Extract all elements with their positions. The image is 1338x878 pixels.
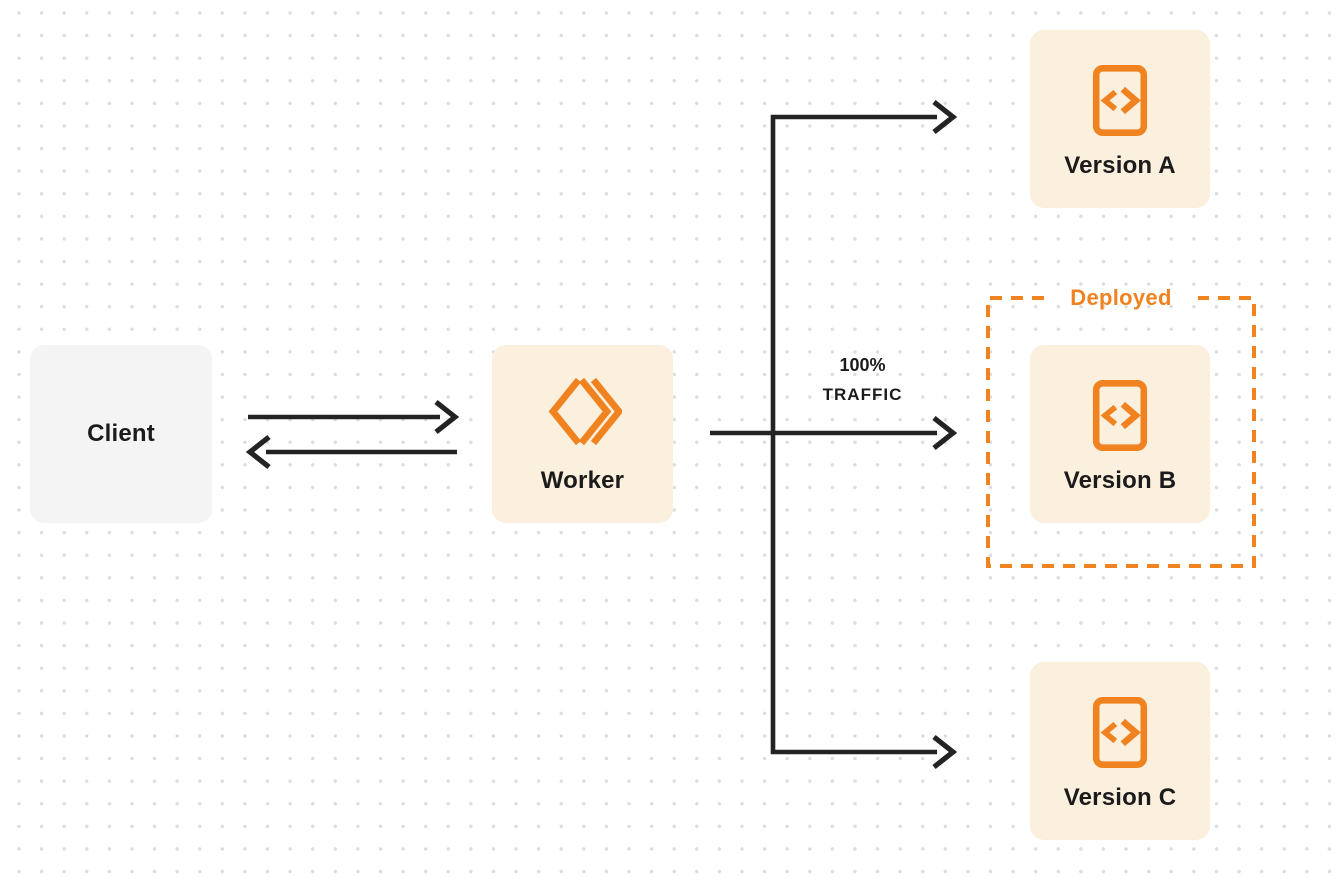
version-b-node: Version B xyxy=(1030,345,1210,523)
deployed-label: Deployed xyxy=(1070,285,1172,310)
code-document-icon xyxy=(1092,380,1148,451)
cloudflare-workers-icon xyxy=(548,377,622,445)
arrow-to-version-a xyxy=(932,99,958,135)
client-label: Client xyxy=(87,420,155,447)
version-a-node: Version A xyxy=(1030,30,1210,208)
client-to-worker-arrow xyxy=(248,399,460,435)
code-document-icon xyxy=(1092,697,1148,768)
traffic-percent: 100% xyxy=(839,355,886,375)
version-b-label: Version B xyxy=(1063,467,1177,494)
worker-traffic-arrow-to-version-b xyxy=(710,415,958,451)
traffic-word: TRAFFIC xyxy=(822,385,903,404)
code-document-icon xyxy=(1092,65,1148,136)
arrow-to-version-c xyxy=(932,734,958,770)
version-a-label: Version A xyxy=(1064,152,1176,179)
branch-trunk-line xyxy=(770,114,937,755)
version-c-label: Version C xyxy=(1063,784,1177,811)
traffic-label: 100% TRAFFIC xyxy=(780,350,945,410)
worker-label: Worker xyxy=(540,466,625,494)
version-c-node: Version C xyxy=(1030,662,1210,840)
client-node: Client xyxy=(30,345,212,523)
worker-to-client-arrow xyxy=(245,434,457,470)
worker-node: Worker xyxy=(492,345,673,523)
